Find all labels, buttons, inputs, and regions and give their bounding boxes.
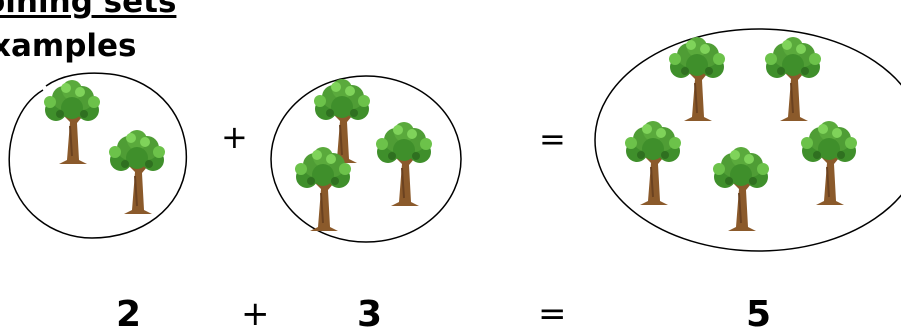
tree-icon <box>624 120 682 206</box>
tree-icon <box>712 146 770 232</box>
set-outline <box>594 28 901 252</box>
count-plus-sign: + <box>241 294 270 334</box>
tree-icon <box>108 129 166 215</box>
plus-sign: + <box>221 118 248 156</box>
tree-icon <box>800 120 858 206</box>
second-set <box>270 75 462 243</box>
count-equals-sign: = <box>538 294 567 334</box>
tree-icon <box>375 121 433 207</box>
page-title: oining sets <box>0 0 177 20</box>
first-set <box>8 72 188 239</box>
set-outline <box>8 72 188 239</box>
tree-icon <box>764 36 822 122</box>
second-count: 3 <box>357 294 383 335</box>
joined-set <box>594 28 901 252</box>
total-count: 5 <box>746 294 772 335</box>
equals-sign: = <box>539 120 566 158</box>
tree-icon <box>668 36 726 122</box>
page-subtitle: xamples <box>0 28 137 64</box>
tree-icon <box>294 146 352 232</box>
first-count: 2 <box>116 294 142 335</box>
set-outline <box>270 75 462 243</box>
tree-icon <box>43 79 101 165</box>
